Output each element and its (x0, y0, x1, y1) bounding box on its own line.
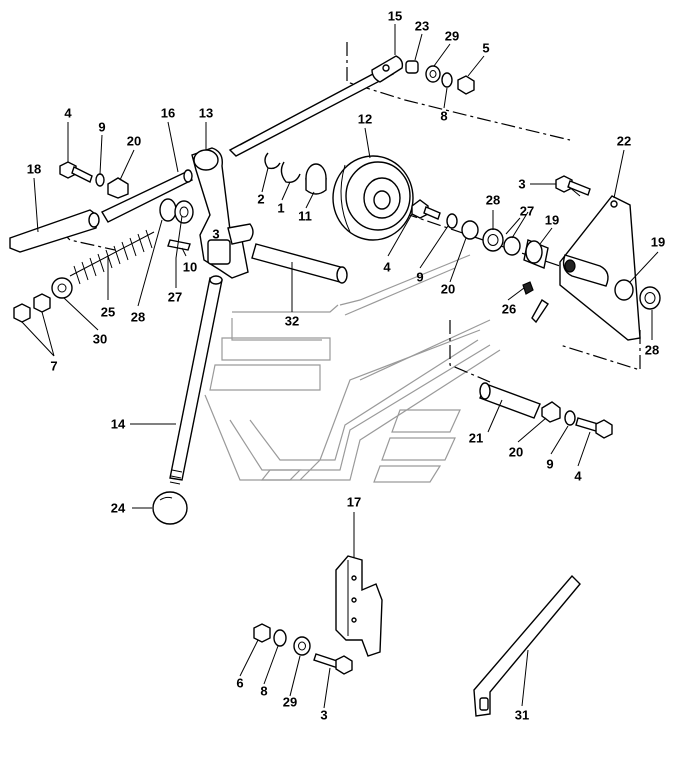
idler-arm-22 (559, 195, 641, 341)
callout-3-top: 3 (518, 176, 525, 191)
callout-20-mid: 20 (441, 281, 455, 296)
rod-15 (228, 55, 404, 157)
callout-14: 14 (111, 416, 126, 431)
washer-27-left (174, 200, 194, 224)
callout-6: 6 (236, 675, 243, 690)
spacer-21 (479, 382, 541, 419)
callout-labels: 15 23 29 5 8 4 9 20 16 13 12 22 18 2 1 1… (27, 8, 665, 722)
callout-21: 21 (469, 430, 483, 445)
callout-5: 5 (482, 40, 489, 55)
bearing-11 (305, 163, 327, 195)
spring-25 (69, 229, 155, 285)
washer-28-mid (482, 228, 504, 252)
lock-washer-8-lower (273, 629, 287, 647)
callout-28-mid: 28 (486, 192, 500, 207)
bracket-17 (335, 555, 383, 657)
callout-31: 31 (515, 707, 529, 722)
leader-lines (21, 24, 659, 709)
washer-9-left (95, 173, 105, 187)
bolt-4-lower (575, 417, 613, 439)
callout-4-mid: 4 (383, 259, 391, 274)
knob-24 (152, 491, 188, 525)
nut-7b (33, 293, 51, 313)
decorative-panel-lines (204, 254, 501, 483)
rod-31 (473, 574, 581, 717)
callout-4-left: 4 (64, 105, 72, 120)
rod-16 (101, 169, 194, 223)
callout-1: 1 (277, 200, 284, 215)
bushing-20-mid (461, 220, 479, 240)
pulley-12 (332, 155, 414, 241)
washer-30 (51, 277, 73, 299)
nut-23 (405, 60, 419, 74)
callout-13: 13 (199, 105, 213, 120)
callout-25: 25 (101, 304, 115, 319)
callout-3-lower: 3 (320, 707, 327, 722)
callout-28-right: 28 (645, 342, 659, 357)
callout-24: 24 (111, 500, 126, 515)
callout-28-left: 28 (131, 309, 145, 324)
callout-22: 22 (617, 133, 631, 148)
callout-2: 2 (257, 191, 264, 206)
callout-27-mid: 27 (520, 203, 534, 218)
bushing-19-left (523, 239, 549, 269)
lever-bracket-13 (191, 147, 254, 279)
callout-3-left: 3 (212, 226, 219, 241)
callout-32: 32 (285, 313, 299, 328)
callout-10: 10 (183, 259, 197, 274)
lever-14 (169, 275, 223, 485)
callout-9-mid: 9 (416, 269, 423, 284)
callout-7: 7 (50, 358, 57, 373)
callout-19-left: 19 (545, 212, 559, 227)
bolt-4-mid (411, 199, 441, 220)
callout-30: 30 (93, 331, 107, 346)
callout-16: 16 (161, 105, 175, 120)
callout-9-lower: 9 (546, 456, 553, 471)
bushing-20-lower (541, 401, 561, 423)
bolt-3-lower (313, 653, 353, 675)
callout-20-lower: 20 (509, 444, 523, 459)
callout-15: 15 (388, 8, 402, 23)
washer-28-right (639, 286, 661, 310)
callout-4-lower: 4 (574, 468, 582, 483)
washer-9-lower (564, 410, 576, 426)
callout-29-lower: 29 (283, 694, 297, 709)
washer-9-mid (446, 213, 458, 229)
callout-18: 18 (27, 161, 41, 176)
callout-12: 12 (358, 111, 372, 126)
bolt-3-top (555, 175, 591, 196)
washer-29-lower (293, 636, 311, 656)
callout-20-left: 20 (127, 133, 141, 148)
washer-27-mid (503, 236, 521, 256)
callout-9-left: 9 (98, 119, 105, 134)
shaft-32 (251, 243, 348, 284)
callout-8-lower: 8 (260, 683, 267, 698)
nut-5 (457, 75, 475, 95)
nut-7a (13, 303, 31, 323)
circlip-1 (280, 161, 301, 184)
callout-17: 17 (347, 494, 361, 509)
pin-10 (167, 239, 191, 251)
callout-8-top: 8 (440, 108, 447, 123)
callout-27-left: 27 (168, 289, 182, 304)
callout-19-right: 19 (651, 234, 665, 249)
callout-26: 26 (502, 301, 516, 316)
bracket-18 (9, 209, 100, 253)
bolt-4-left (59, 161, 93, 183)
nut-6 (253, 623, 271, 643)
callout-23: 23 (415, 18, 429, 33)
callout-29-top: 29 (445, 28, 459, 43)
lock-washer-8-top (441, 72, 453, 88)
washer-28-left (159, 198, 177, 222)
bushing-19-right (614, 279, 634, 301)
circlip-2 (264, 152, 281, 170)
washer-29-top (425, 65, 441, 83)
nut-20-left (107, 177, 129, 199)
grease-nipple-26 (522, 281, 549, 324)
callout-11: 11 (298, 208, 312, 223)
